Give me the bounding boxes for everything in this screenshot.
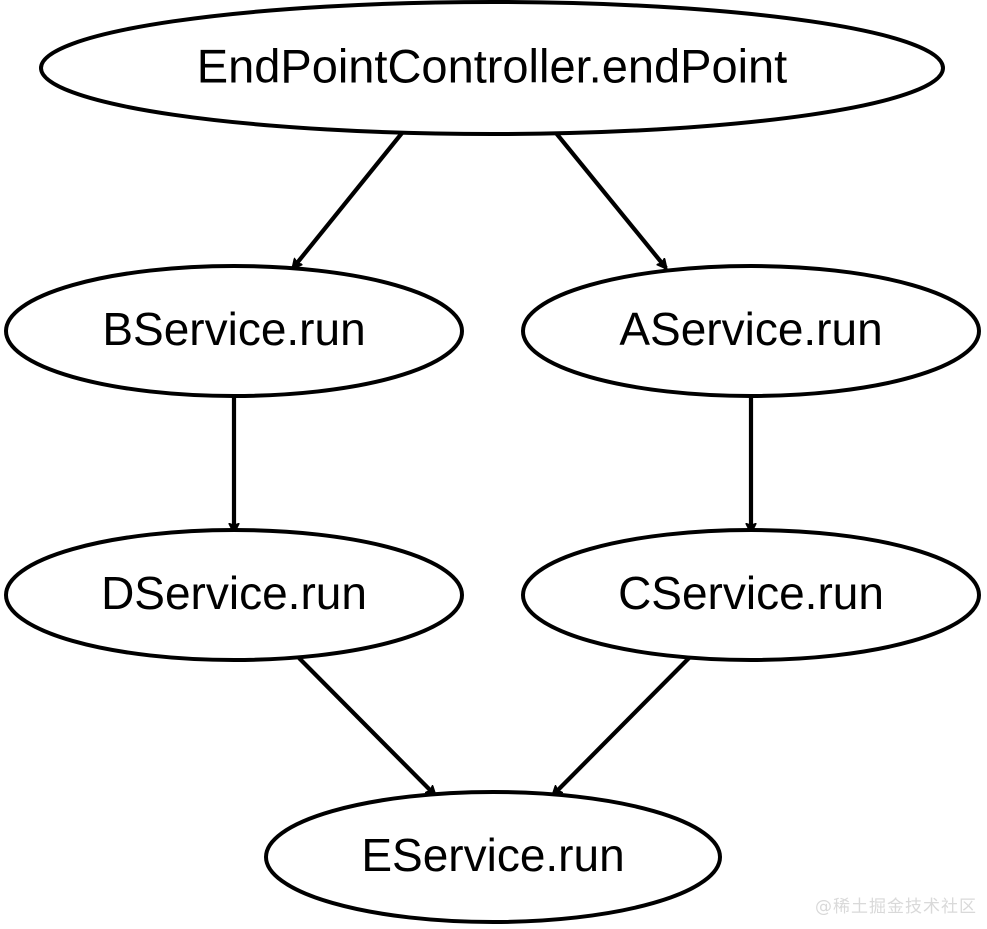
nodes-group: EndPointController.endPoint BService.run… <box>4 0 981 924</box>
node-dservice-ellipse[interactable] <box>4 528 464 662</box>
node-endpoint-ellipse[interactable] <box>39 0 945 136</box>
node-eservice-ellipse[interactable] <box>264 790 722 924</box>
node-bservice-label: BService.run <box>102 303 365 355</box>
node-dservice-label: DService.run <box>101 567 367 619</box>
node-endpoint[interactable]: EndPointController.endPoint <box>39 0 945 136</box>
node-aservice[interactable]: AService.run <box>521 264 981 398</box>
node-cservice-ellipse[interactable] <box>521 528 981 662</box>
watermark: @稀土掘金技术社区 <box>815 897 977 917</box>
node-cservice-label: CService.run <box>618 567 884 619</box>
edge-dservice-to-eservice <box>297 656 435 795</box>
node-cservice[interactable]: CService.run <box>521 528 981 662</box>
edge-cservice-to-eservice <box>553 656 691 795</box>
node-bservice[interactable]: BService.run <box>4 264 464 398</box>
edges-group <box>234 131 751 795</box>
node-dservice[interactable]: DService.run <box>4 528 464 662</box>
node-aservice-ellipse[interactable] <box>521 264 981 398</box>
node-eservice[interactable]: EService.run <box>264 790 722 924</box>
edge-endpoint-to-aservice <box>554 131 666 268</box>
node-eservice-label: EService.run <box>361 829 624 881</box>
edge-endpoint-to-bservice <box>293 131 404 268</box>
node-bservice-ellipse[interactable] <box>4 264 464 398</box>
node-aservice-label: AService.run <box>619 303 882 355</box>
node-endpoint-label: EndPointController.endPoint <box>197 39 788 92</box>
